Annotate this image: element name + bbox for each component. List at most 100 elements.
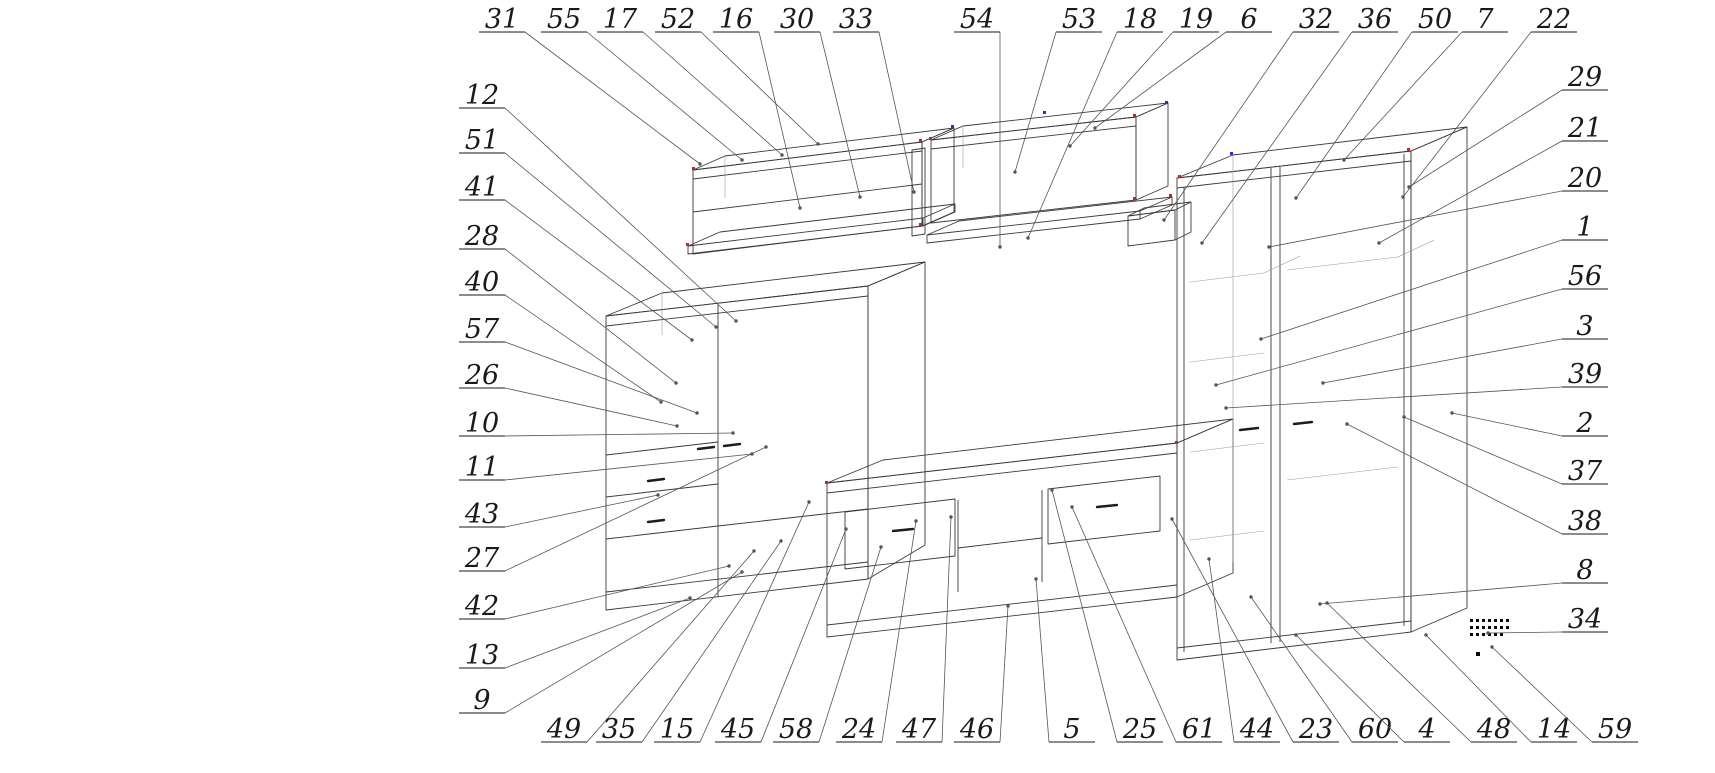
part-number: 13 [465, 640, 499, 671]
part-number: 31 [485, 4, 519, 35]
leader-line [504, 107, 737, 322]
callout-21: 21 [1377, 113, 1608, 245]
part-number: 7 [1476, 4, 1494, 35]
leader-end-dot [740, 570, 744, 574]
leader-line [586, 550, 755, 743]
leader-end-dot [844, 527, 848, 531]
callout-43: 43 [459, 493, 660, 530]
part-number: 30 [780, 4, 814, 35]
leader-end-dot [656, 493, 660, 497]
leader-end-dot [1377, 241, 1381, 245]
leader-end-dot [1068, 144, 1072, 148]
part-number: 34 [1568, 604, 1602, 635]
callout-56: 56 [1214, 261, 1608, 387]
callout-5: 5 [1034, 577, 1095, 745]
callout-26: 26 [459, 360, 679, 428]
leader-line [504, 571, 743, 714]
part-number: 3 [1576, 311, 1593, 342]
callout-33: 33 [833, 4, 916, 194]
callout-31: 31 [479, 4, 702, 166]
leader-end-dot [1259, 337, 1263, 341]
callout-30: 30 [774, 4, 862, 199]
part-number: 46 [959, 714, 994, 745]
leader-end-dot [779, 539, 783, 543]
leader-line [1069, 31, 1174, 147]
callout-53: 53 [1013, 4, 1102, 174]
callout-44: 44 [1207, 557, 1280, 745]
part-number: 40 [464, 267, 499, 298]
callout-2: 2 [1450, 408, 1608, 439]
leader-line [504, 152, 717, 328]
callout-51: 51 [459, 125, 718, 329]
part-number: 9 [473, 685, 490, 716]
leader-line [1171, 518, 1294, 743]
leader-end-dot [1170, 517, 1174, 521]
callout-27: 27 [459, 445, 768, 574]
leader-end-dot [1070, 505, 1074, 509]
leader-end-dot [1249, 595, 1253, 599]
part-number: 26 [464, 360, 499, 391]
leader-line [1322, 338, 1563, 384]
connector-markers-red [686, 114, 1410, 484]
leader-line [524, 31, 701, 165]
leader-line [819, 31, 861, 198]
callout-1: 1 [1259, 212, 1608, 341]
part-number: 37 [1568, 456, 1603, 487]
part-number: 44 [1239, 714, 1274, 745]
part-number: 2 [1575, 408, 1593, 439]
leader-end-dot [675, 424, 679, 428]
leader-line [1163, 31, 1294, 221]
leader-line [818, 546, 882, 743]
callout-60: 60 [1249, 595, 1398, 745]
leader-line [1035, 578, 1050, 743]
callout-39: 39 [1224, 359, 1608, 410]
wall-cabinet-right [926, 102, 1192, 247]
leader-line [504, 341, 698, 414]
callout-15: 15 [654, 500, 811, 745]
callout-14: 14 [1424, 633, 1577, 745]
leader-end-dot [1294, 196, 1298, 200]
leader-line [1295, 634, 1405, 743]
leader-end-dot [1486, 631, 1490, 635]
part-number: 19 [1179, 4, 1213, 35]
callout-50: 50 [1294, 4, 1458, 200]
leader-line [1487, 631, 1563, 634]
leader-end-dot [1224, 406, 1228, 410]
callout-58: 58 [773, 545, 883, 745]
leader-line [700, 31, 819, 145]
callout-25: 25 [1050, 488, 1163, 745]
part-number: 15 [660, 714, 694, 745]
leader-line [1451, 412, 1563, 437]
leader-end-dot [1294, 633, 1298, 637]
hardware-pack-icon [1470, 619, 1509, 656]
part-number: 43 [464, 499, 499, 530]
leader-line [1378, 140, 1563, 244]
part-number: 8 [1576, 555, 1593, 586]
callout-38: 38 [1345, 422, 1608, 537]
callout-10: 10 [459, 408, 735, 439]
part-number: 47 [901, 714, 937, 745]
wall-cabinet-left [687, 127, 956, 255]
part-number: 24 [841, 714, 876, 745]
leader-end-dot [752, 549, 756, 553]
callout-13: 13 [459, 596, 692, 671]
leader-end-dot [1200, 241, 1204, 245]
part-number: 28 [464, 221, 499, 252]
callout-18: 18 [1026, 4, 1163, 240]
leader-end-dot [858, 195, 862, 199]
leader-line [1051, 489, 1118, 743]
leader-end-dot [1321, 381, 1325, 385]
leader-end-dot [879, 545, 883, 549]
leader-end-dot [1318, 602, 1322, 606]
leader-line [1208, 558, 1235, 743]
left-cabinet [605, 261, 926, 611]
part-number: 39 [1568, 359, 1602, 390]
leader-end-dot [807, 500, 811, 504]
leader-line [1201, 31, 1353, 244]
callout-19: 19 [1068, 4, 1219, 148]
leader-line [504, 248, 677, 384]
callout-35: 35 [596, 539, 783, 745]
callout-40: 40 [459, 267, 663, 404]
leader-line [881, 520, 917, 743]
part-number: 42 [464, 591, 499, 622]
